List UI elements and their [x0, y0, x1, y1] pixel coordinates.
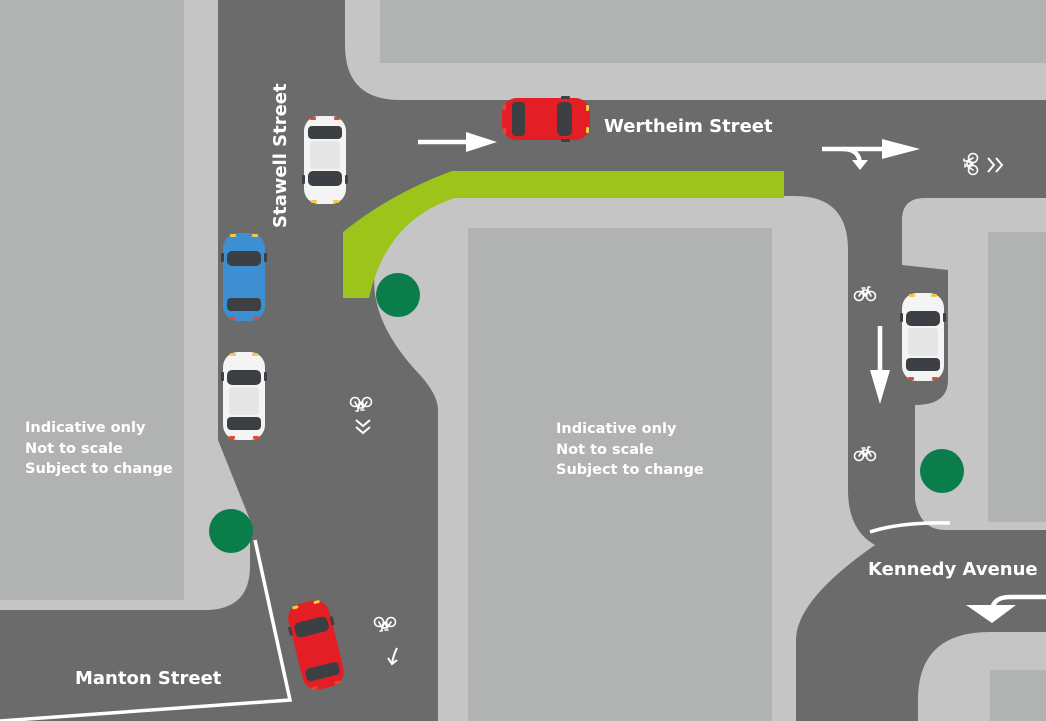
disclaimer-note-west: Indicative only Not to scale Subject to … — [25, 418, 173, 480]
kennedy-avenue-label: Kennedy Avenue — [868, 559, 1038, 580]
building-east — [988, 232, 1046, 522]
car-icon — [502, 96, 590, 142]
wertheim-street-label: Wertheim Street — [604, 116, 773, 137]
building-center — [468, 228, 772, 721]
disclaimer-line: Indicative only — [25, 420, 146, 436]
chevron-icon — [987, 157, 1004, 173]
tree-icon — [376, 273, 420, 317]
building-west — [0, 0, 184, 600]
building-north — [380, 0, 1046, 63]
kerb-line-southwest — [0, 539, 293, 721]
disclaimer-line: Subject to change — [25, 461, 173, 477]
car-icon — [221, 352, 267, 440]
building-southeast — [990, 670, 1046, 721]
manton-street-label: Manton Street — [75, 668, 222, 689]
tree-icon — [920, 449, 964, 493]
disclaimer-line: Indicative only — [556, 421, 677, 437]
disclaimer-line: Subject to change — [556, 462, 704, 478]
disclaimer-note-center: Indicative only Not to scale Subject to … — [556, 419, 704, 481]
direction-arrow-icon — [966, 594, 1046, 623]
disclaimer-line: Not to scale — [25, 440, 123, 457]
green-bike-path — [343, 171, 784, 298]
tree-icon — [209, 509, 253, 553]
disclaimer-line: Not to scale — [556, 441, 654, 458]
kerb-line-kennedy — [869, 521, 951, 534]
car-icon — [900, 293, 946, 381]
stawell-street-label: Stawell Street — [270, 83, 291, 228]
car-icon — [221, 233, 267, 321]
car-icon — [302, 116, 348, 204]
direction-arrow-icon — [870, 326, 890, 404]
direction-arrow-icon — [822, 139, 920, 170]
direction-arrow-icon — [418, 132, 497, 152]
chevron-icon — [355, 419, 371, 435]
chevron-icon — [387, 647, 398, 666]
